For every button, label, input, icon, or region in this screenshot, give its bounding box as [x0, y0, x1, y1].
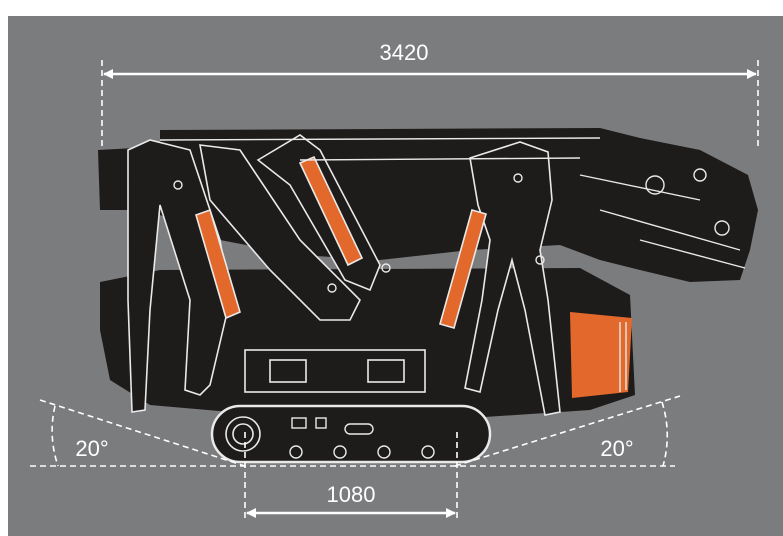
machine-body — [98, 128, 758, 464]
left-cylinder — [195, 208, 241, 320]
left-angle-arc — [51, 405, 59, 467]
control-right-panel — [367, 359, 405, 383]
left-angle-line — [39, 399, 246, 467]
right-angle-label: 20° — [600, 436, 633, 461]
overall-length-dimension: 3420 — [101, 40, 759, 150]
top-border — [0, 0, 783, 16]
left-outrigger — [127, 139, 231, 413]
left-border — [0, 0, 8, 536]
left-angle-label: 20° — [75, 436, 108, 461]
engine-grille — [570, 312, 632, 398]
track-idler-hub — [232, 423, 254, 445]
overall-length-label: 3420 — [380, 40, 429, 65]
right-angle-dimension: 20° — [454, 395, 681, 467]
right-angle-arc — [661, 401, 669, 467]
left-angle-dimension: 20° — [39, 399, 246, 467]
track-gauge-dimension: 1080 — [244, 432, 458, 522]
boom-detail-lines — [159, 137, 746, 293]
center-arm — [199, 144, 361, 321]
track-idler-wheel — [225, 416, 261, 452]
right-outrigger — [464, 141, 561, 416]
track-gauge-label: 1080 — [327, 482, 376, 507]
control-left-panel — [269, 359, 307, 383]
grille-slats — [619, 322, 627, 392]
right-cylinder — [439, 209, 487, 329]
track-rollers — [289, 417, 435, 459]
center-cylinder — [298, 155, 364, 267]
